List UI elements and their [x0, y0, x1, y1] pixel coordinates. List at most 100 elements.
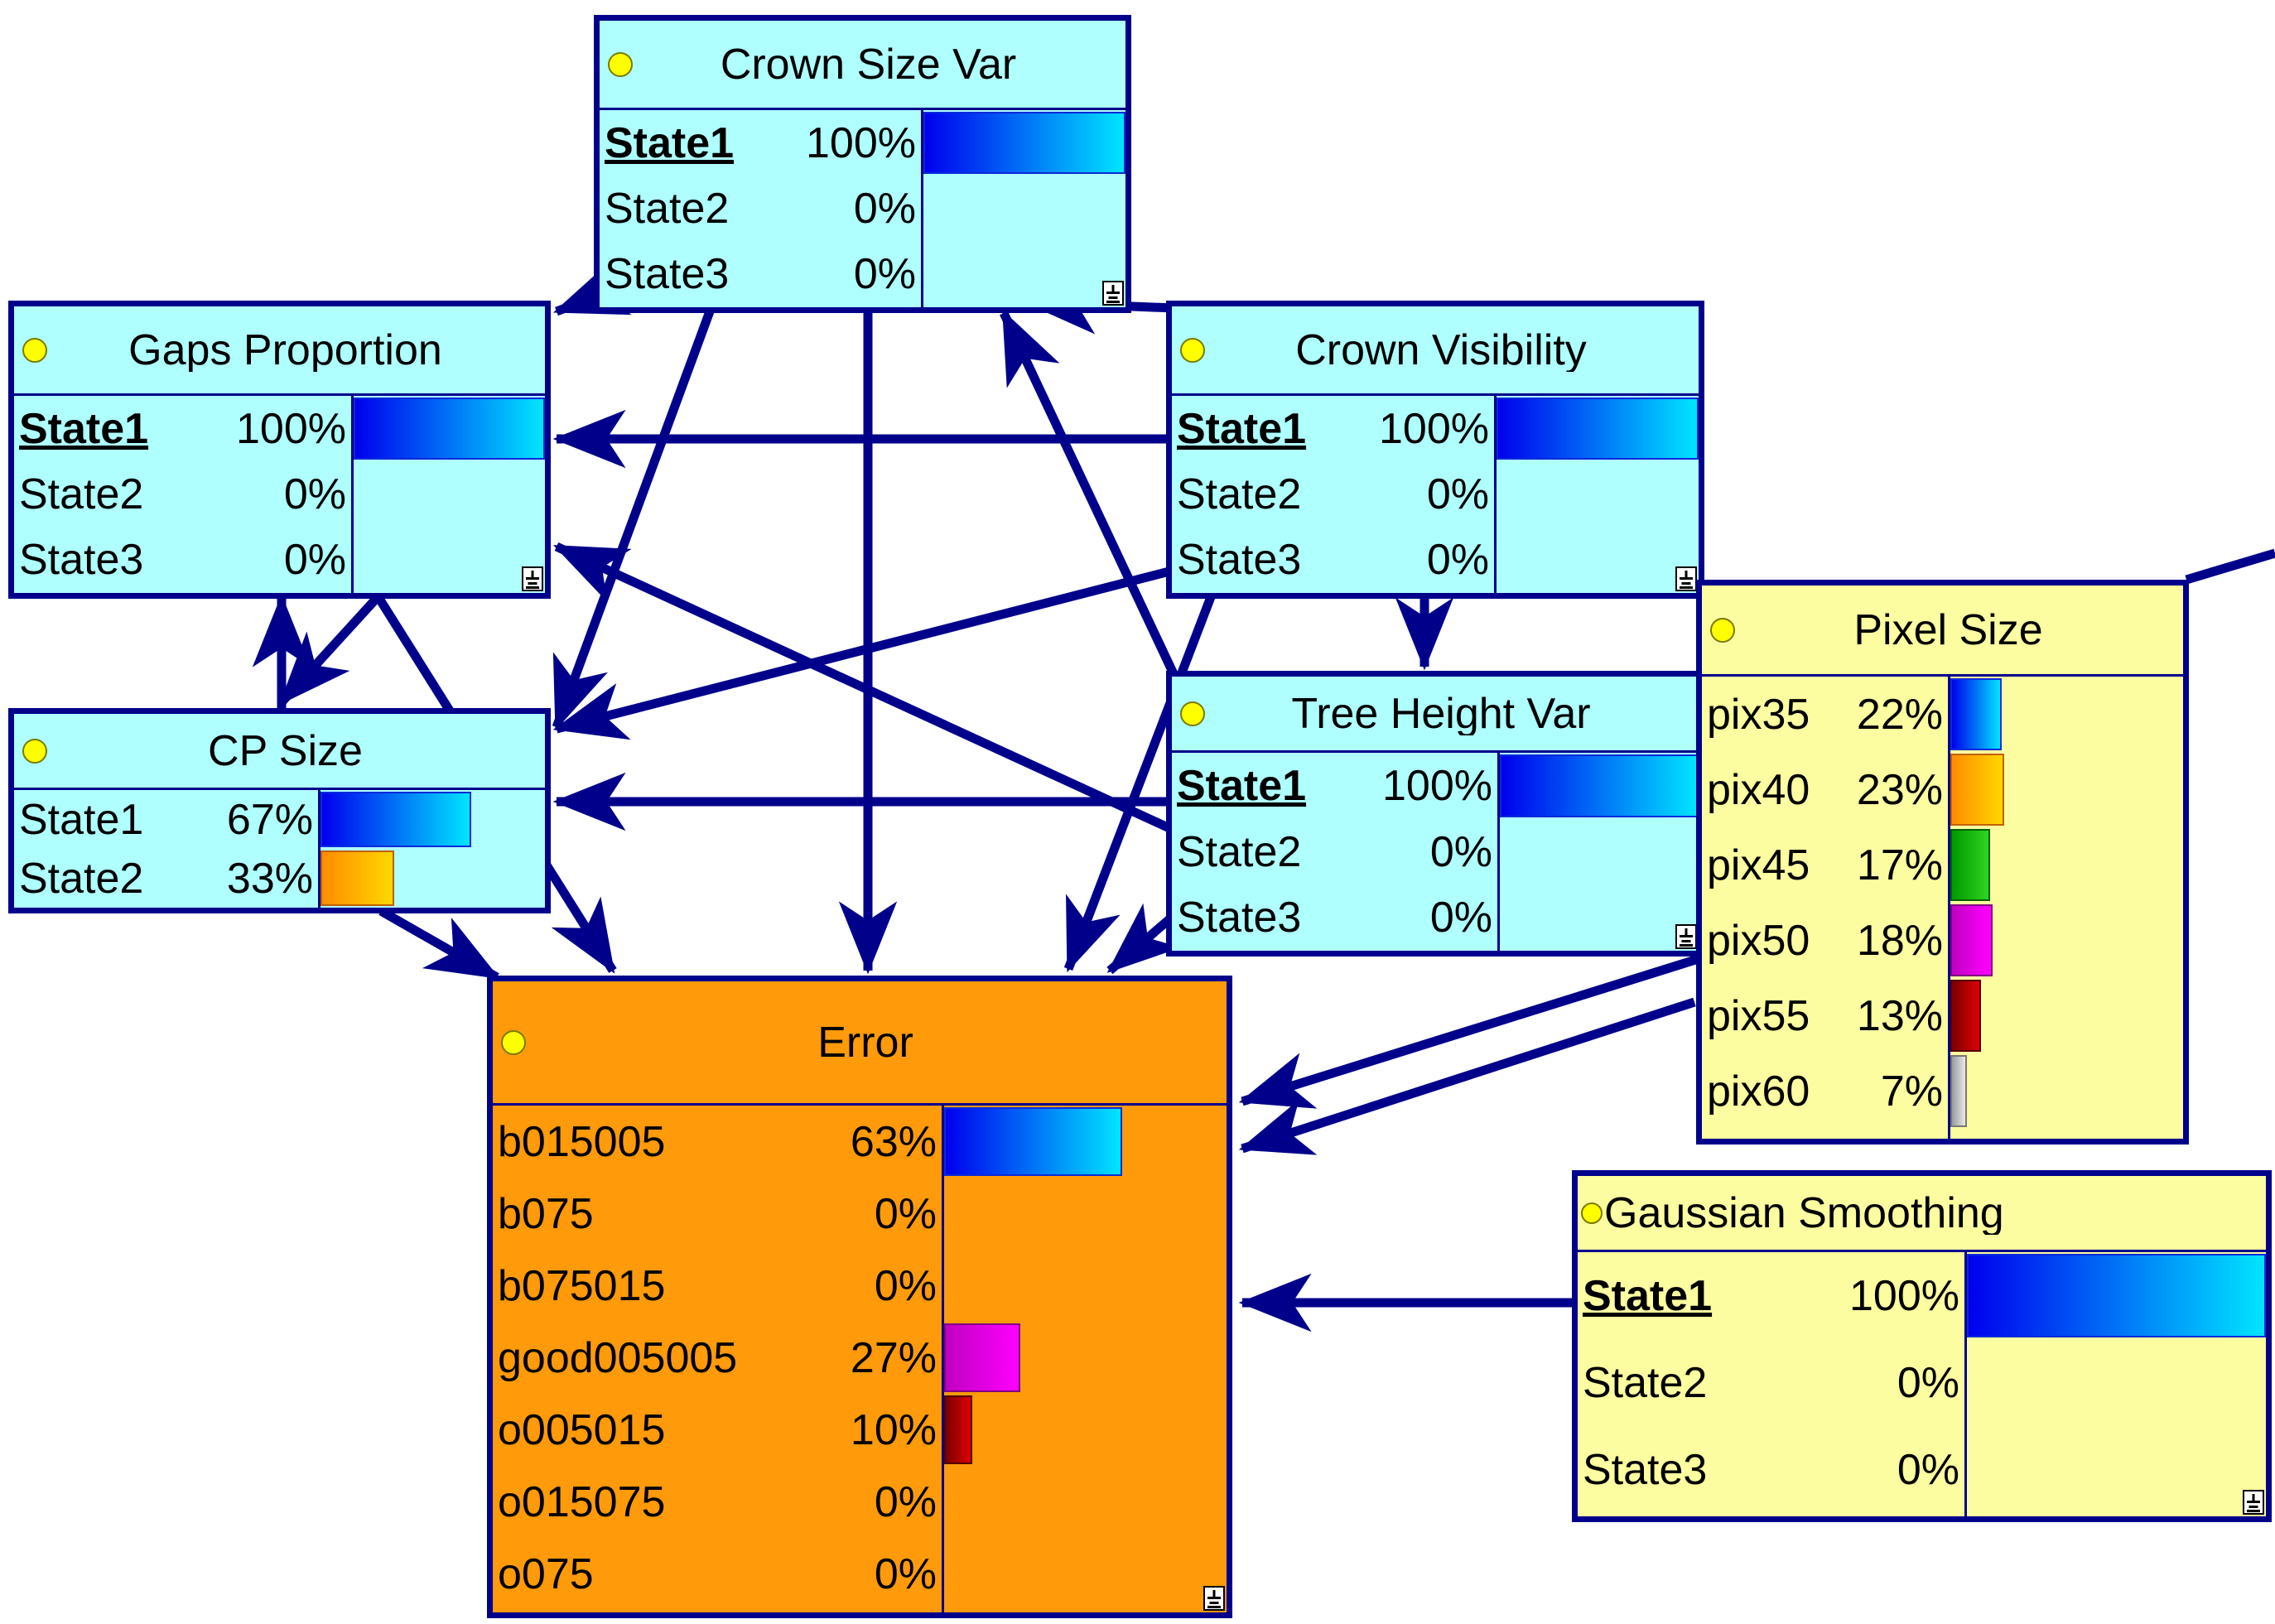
state-label-column: State1 100% State2 0% State3 0% [600, 110, 923, 307]
state-probability: 0% [1429, 827, 1492, 876]
bar-slot [944, 1250, 1227, 1322]
state-row[interactable]: State3 0% [1172, 528, 1494, 593]
state-row[interactable]: State2 33% [14, 849, 318, 908]
state-row[interactable]: State2 0% [1172, 461, 1494, 527]
state-label: State2 [1177, 827, 1302, 876]
node-title-bar: Gaussian Smoothing [1578, 1176, 2266, 1252]
status-dot-icon [1581, 1202, 1603, 1224]
state-row[interactable]: pix60 7% [1702, 1053, 1948, 1129]
resize-handle-icon[interactable] [1203, 1586, 1225, 1611]
edge-tree-height-var-to-gaps-proportion [553, 542, 1172, 832]
state-probability: 0% [283, 470, 346, 518]
state-probability: 100% [1382, 761, 1492, 810]
node-cp-size[interactable]: CP Size State1 67% State2 33% [8, 708, 551, 913]
node-error[interactable]: Error b015005 63% b075 0% b075015 0% goo… [487, 976, 1232, 1618]
bar-slot [944, 1466, 1227, 1538]
state-probability: 23% [1856, 765, 1943, 814]
state-label-column: State1 100% State2 0% State3 0% [1172, 753, 1500, 951]
state-row[interactable]: State2 0% [1578, 1339, 1964, 1426]
state-probability: 0% [1426, 470, 1489, 518]
state-row[interactable]: pix45 17% [1702, 827, 1948, 903]
state-label-column: b015005 63% b075 0% b075015 0% good00500… [493, 1106, 944, 1612]
resize-handle-icon[interactable] [1675, 924, 1697, 949]
node-title-label: Gaussian Smoothing [1604, 1191, 2004, 1235]
probability-bar [1950, 980, 1981, 1052]
state-row[interactable]: b075 0% [493, 1178, 942, 1250]
resize-handle-icon[interactable] [1675, 566, 1697, 591]
state-label: State1 [605, 118, 735, 167]
state-row[interactable]: pix35 22% [1702, 677, 1948, 752]
state-row[interactable]: State1 100% [1172, 753, 1497, 819]
state-label: good005005 [498, 1333, 738, 1382]
node-body: State1 100% State2 0% State3 0% [1172, 753, 1699, 951]
bar-slot [923, 176, 1125, 241]
probability-bar [1950, 754, 2004, 826]
probability-bar [354, 398, 545, 460]
node-body: pix35 22% pix40 23% pix45 17% pix50 18% … [1702, 677, 2183, 1139]
probability-bar [944, 1107, 1122, 1176]
bar-slot [1497, 528, 1699, 593]
resize-handle-icon[interactable] [2243, 1490, 2264, 1515]
state-label: State1 [1583, 1271, 1713, 1320]
state-row[interactable]: State3 0% [14, 528, 351, 593]
resize-handle-icon[interactable] [522, 566, 543, 591]
bar-slot [923, 110, 1125, 176]
node-gaps-proportion[interactable]: Gaps Proportion State1 100% State2 0% St… [8, 301, 551, 599]
state-probability: 0% [1897, 1445, 1959, 1494]
resize-handle-icon[interactable] [1102, 281, 1124, 306]
state-label: pix35 [1707, 690, 1810, 739]
node-pixel-size[interactable]: Pixel Size pix35 22% pix40 23% pix45 17%… [1696, 580, 2189, 1145]
bar-slot [944, 1106, 1227, 1178]
state-label: b075 [498, 1189, 594, 1238]
state-row[interactable]: o005015 10% [493, 1394, 942, 1466]
probability-bar [1950, 829, 1990, 901]
bar-slot [944, 1178, 1227, 1250]
state-label: State3 [1177, 894, 1302, 942]
node-crown-visibility[interactable]: Crown Visibility State1 100% State2 0% S… [1166, 301, 1704, 599]
state-row[interactable]: State2 0% [600, 176, 921, 241]
state-row[interactable]: pix55 13% [1702, 978, 1948, 1053]
node-title-label: Tree Height Var [1291, 692, 1591, 735]
state-row[interactable]: State3 0% [600, 242, 921, 307]
state-row[interactable]: State1 100% [600, 110, 921, 176]
bar-slot [1950, 677, 2183, 752]
node-body: State1 100% State2 0% State3 0% [14, 396, 545, 593]
state-row[interactable]: pix50 18% [1702, 903, 1948, 978]
state-probability: 33% [226, 854, 313, 903]
state-label: State2 [19, 470, 144, 518]
state-probability: 63% [850, 1117, 937, 1166]
node-gaussian-smoothing[interactable]: Gaussian Smoothing State1 100% State2 0%… [1572, 1170, 2272, 1522]
edge-crown-size-var-to-gaps-proportion [552, 260, 632, 316]
status-dot-icon [1710, 617, 1735, 643]
state-row[interactable]: State3 0% [1578, 1426, 1964, 1513]
status-dot-icon [22, 738, 47, 764]
bar-slot [1967, 1252, 2266, 1339]
state-row[interactable]: State1 100% [1578, 1252, 1964, 1339]
state-row[interactable]: State3 0% [1172, 884, 1497, 951]
state-row[interactable]: good005005 27% [493, 1322, 942, 1394]
bar-slot [1497, 396, 1699, 461]
state-label: State2 [1177, 470, 1302, 518]
node-tree-height-var[interactable]: Tree Height Var State1 100% State2 0% St… [1166, 671, 1704, 957]
state-row[interactable]: b075015 0% [493, 1250, 942, 1322]
state-row[interactable]: b015005 63% [493, 1106, 942, 1178]
state-row[interactable]: State1 67% [14, 790, 318, 849]
state-row[interactable]: State1 100% [1172, 396, 1494, 461]
bar-slot [1500, 819, 1699, 885]
state-label: State1 [19, 404, 149, 453]
state-row[interactable]: State2 0% [14, 461, 351, 527]
state-row[interactable]: State2 0% [1172, 819, 1497, 885]
bar-slot [1950, 1053, 2183, 1129]
node-crown-size-var[interactable]: Crown Size Var State1 100% State2 0% Sta… [594, 15, 1131, 313]
bar-slot [944, 1322, 1227, 1394]
state-probability: 17% [1856, 841, 1943, 889]
state-row[interactable]: o075 0% [493, 1538, 942, 1610]
state-label: State3 [1583, 1445, 1708, 1494]
state-row[interactable]: o015075 0% [493, 1466, 942, 1538]
state-label: State3 [19, 536, 144, 585]
state-row[interactable]: State1 100% [14, 396, 351, 461]
state-probability: 22% [1856, 690, 1943, 739]
probability-bar-column [1967, 1252, 2266, 1516]
state-row[interactable]: pix40 23% [1702, 752, 1948, 827]
state-label: pix40 [1707, 765, 1810, 814]
